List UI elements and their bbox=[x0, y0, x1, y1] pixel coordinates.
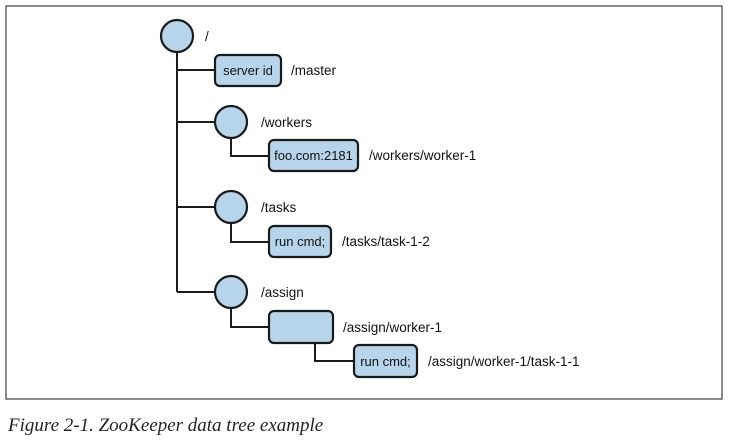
assign-path-label: /assign bbox=[261, 285, 304, 300]
workers-znode-circle bbox=[213, 104, 249, 140]
workers-path-label: /workers bbox=[261, 115, 312, 130]
master-data-label: server id bbox=[223, 63, 273, 78]
assign-task-1-1-data-label: run cmd; bbox=[360, 354, 411, 369]
tasks-znode-circle bbox=[213, 189, 249, 225]
task-1-2-data-box bbox=[267, 224, 333, 259]
master-data-box bbox=[213, 53, 283, 88]
figure-caption: Figure 2-1. ZooKeeper data tree example bbox=[7, 415, 323, 436]
assign-worker-1-path-label: /assign/worker-1 bbox=[343, 320, 442, 335]
task-1-2-path-label: /tasks/task-1-2 bbox=[342, 234, 430, 249]
figure-border bbox=[5, 5, 723, 400]
workers-child-line bbox=[230, 138, 269, 157]
root-znode-circle bbox=[159, 18, 195, 54]
worker-1-data-box bbox=[267, 138, 360, 173]
task-1-2-data-label: run cmd; bbox=[275, 234, 326, 249]
assign-worker-child-line bbox=[314, 343, 354, 362]
assign-task-1-1-path-label: /assign/worker-1/task-1-1 bbox=[428, 354, 580, 369]
tree-connectors bbox=[176, 52, 354, 362]
master-path-label: /master bbox=[291, 63, 337, 78]
tasks-child-line bbox=[230, 223, 269, 243]
root-path-label: / bbox=[205, 29, 209, 44]
assign-task-1-1-data-box bbox=[352, 343, 419, 379]
assign-worker-1-data-box bbox=[267, 309, 335, 345]
tasks-path-label: /tasks bbox=[261, 200, 297, 215]
worker-1-path-label: /workers/worker-1 bbox=[369, 148, 476, 163]
assign-child-line bbox=[230, 308, 269, 328]
worker-1-data-label: foo.com:2181 bbox=[274, 148, 353, 163]
assign-znode-circle bbox=[213, 274, 249, 310]
